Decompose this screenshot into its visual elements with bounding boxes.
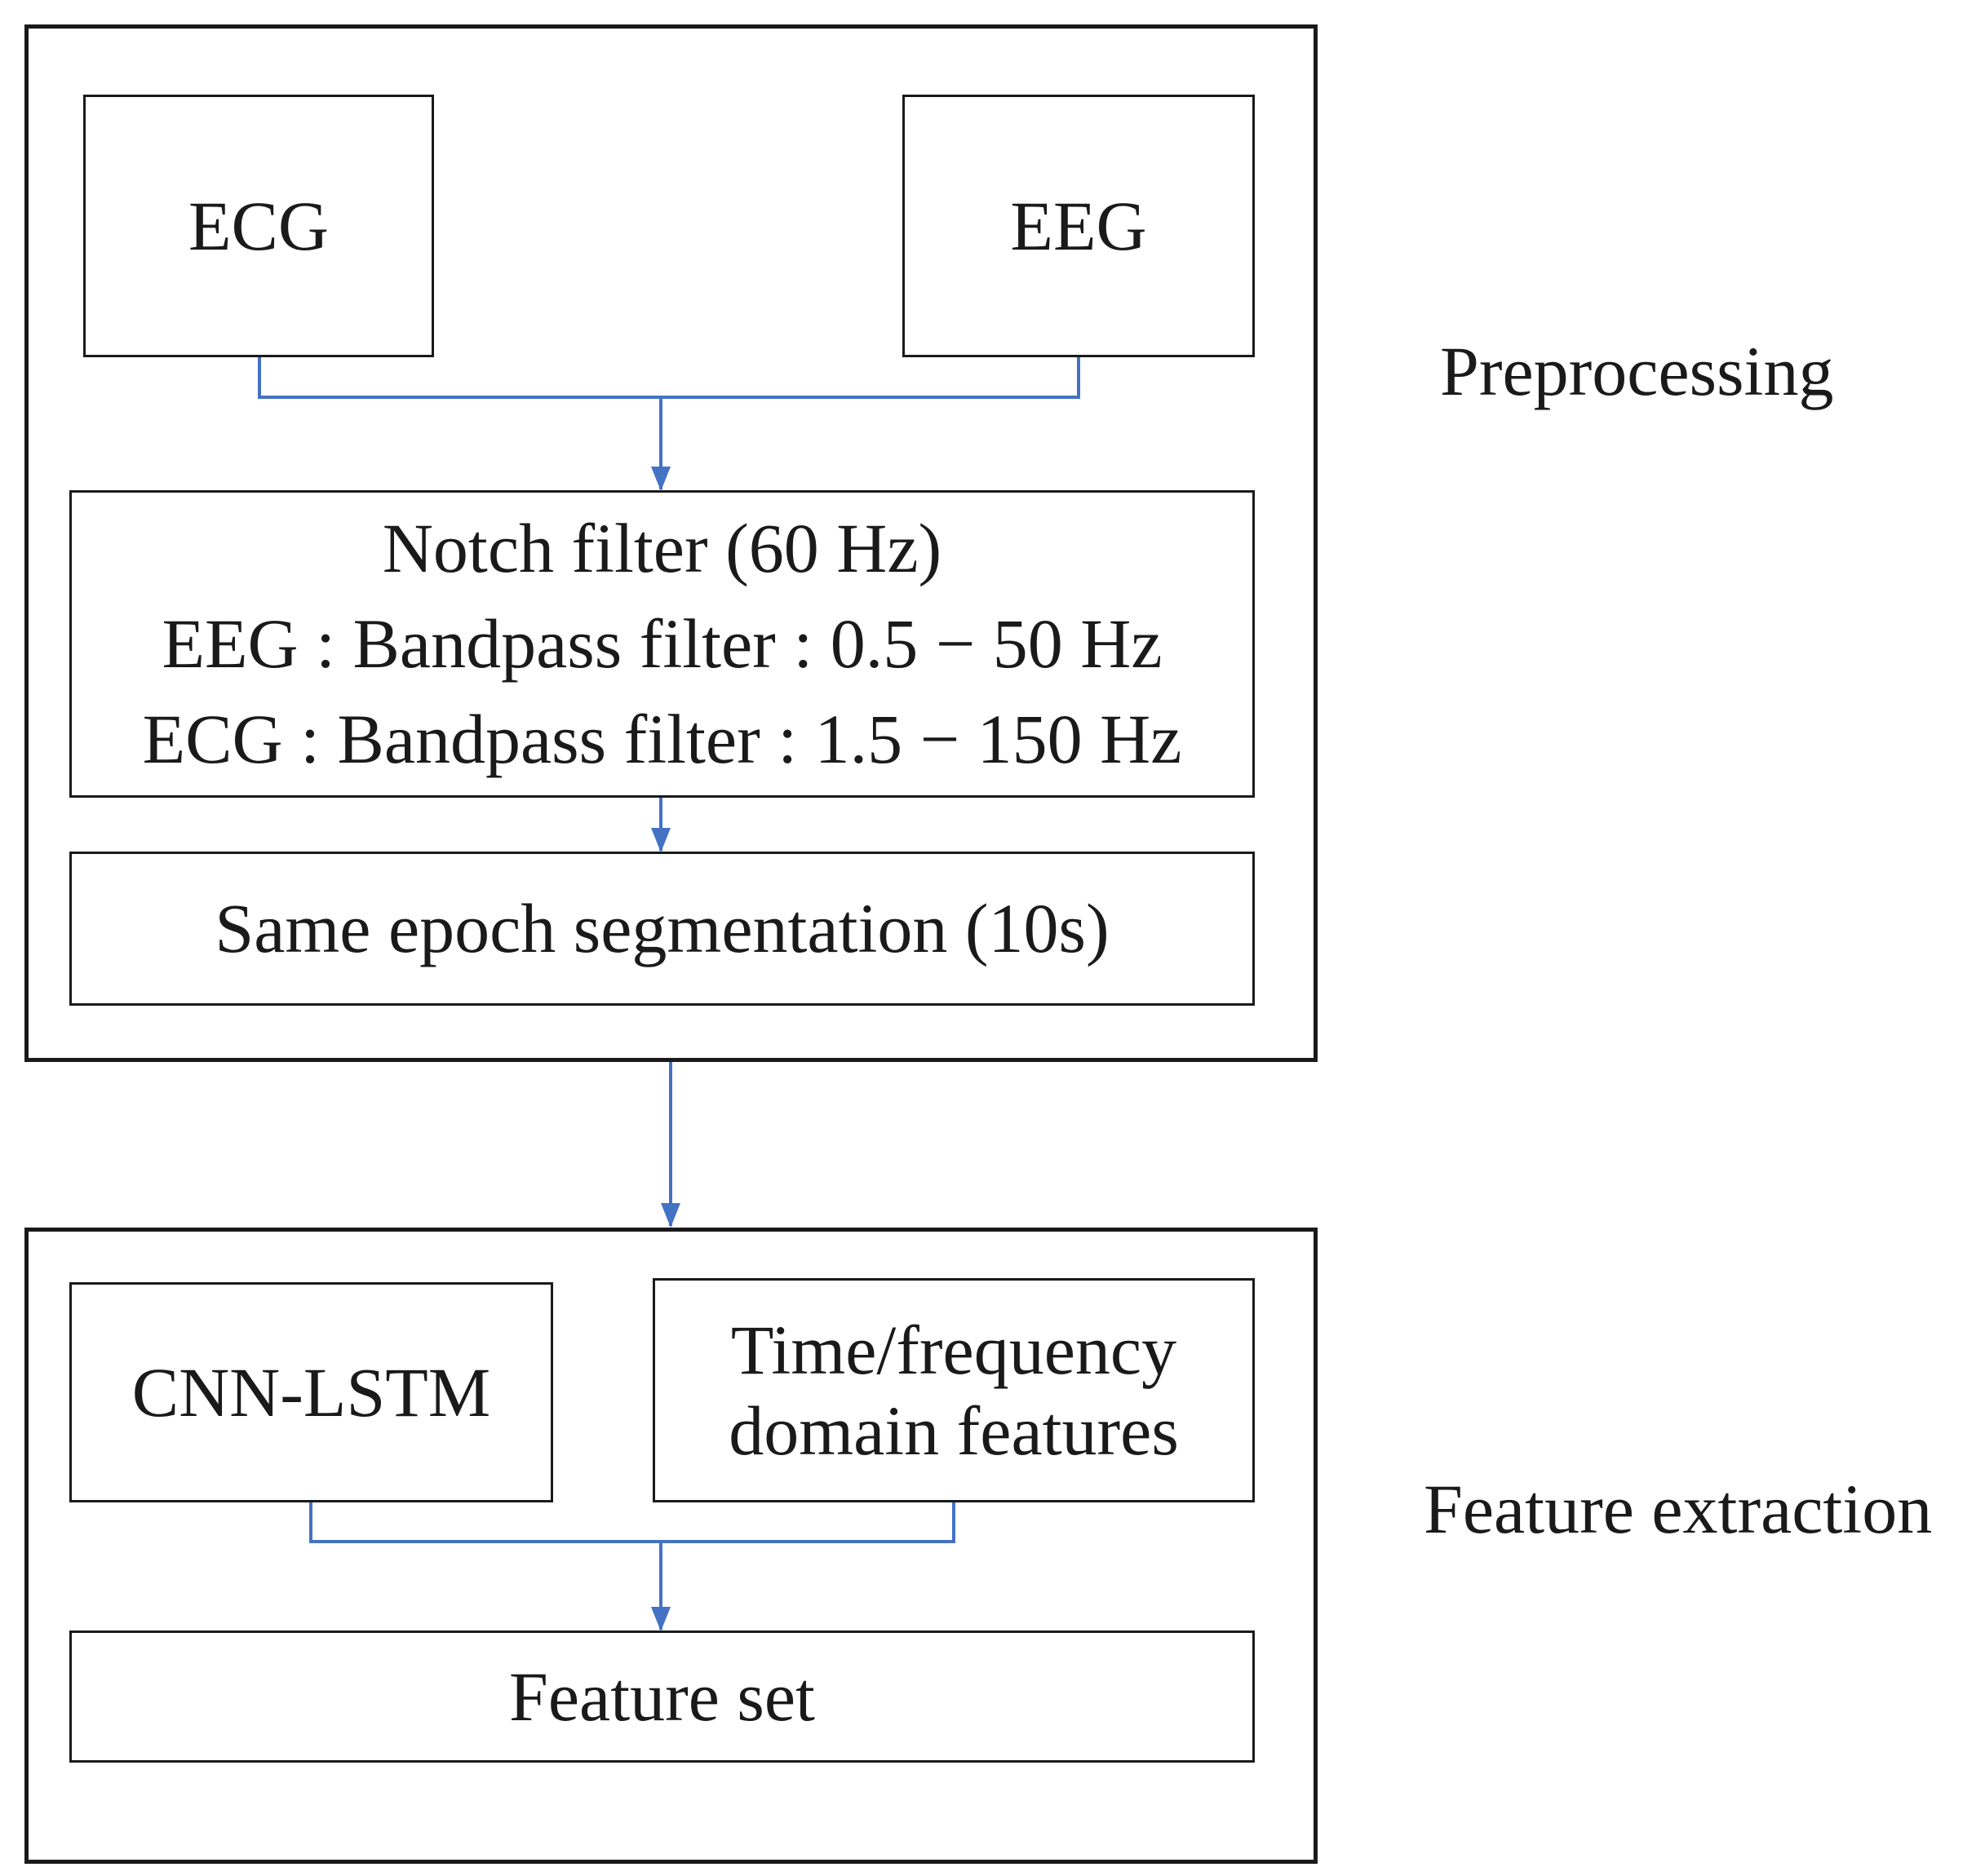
- eeg-bandpass-label: EEG : Bandpass filter : 0.5 − 50 Hz: [162, 604, 1163, 684]
- eeg-node-label: EEG: [1010, 186, 1147, 265]
- ecg-node: ECG: [83, 95, 434, 357]
- preprocessing-stage-label: Preprocessing: [1440, 332, 1834, 410]
- feature-extraction-stage-frame: [24, 1228, 1318, 1864]
- segmentation-node: Same epoch segmentation (10s): [69, 852, 1255, 1006]
- notch-filter-label: Notch filter (60 Hz): [382, 509, 942, 588]
- cnn-lstm-node: CNN-LSTM: [69, 1282, 553, 1502]
- feature-set-label: Feature set: [509, 1657, 815, 1736]
- time-frequency-label-line-2: domain features: [729, 1391, 1179, 1470]
- eeg-node: EEG: [902, 95, 1255, 357]
- connector-features-merge: [309, 1502, 955, 1543]
- time-frequency-node: Time/frequency domain features: [653, 1278, 1255, 1502]
- filter-node: Notch filter (60 Hz) EEG : Bandpass filt…: [69, 490, 1255, 798]
- feature-extraction-stage-label: Feature extraction: [1424, 1470, 1933, 1548]
- segmentation-label: Same epoch segmentation (10s): [215, 889, 1110, 968]
- preprocessing-stage-frame: [24, 24, 1318, 1062]
- cnn-lstm-label: CNN-LSTM: [131, 1352, 491, 1431]
- time-frequency-label-line-1: Time/frequency: [730, 1310, 1177, 1389]
- ecg-bandpass-label: ECG : Bandpass filter : 1.5 − 150 Hz: [142, 699, 1182, 778]
- connector-ecg-eeg-merge: [258, 357, 1080, 399]
- ecg-node-label: ECG: [188, 186, 329, 265]
- feature-set-node: Feature set: [69, 1630, 1255, 1763]
